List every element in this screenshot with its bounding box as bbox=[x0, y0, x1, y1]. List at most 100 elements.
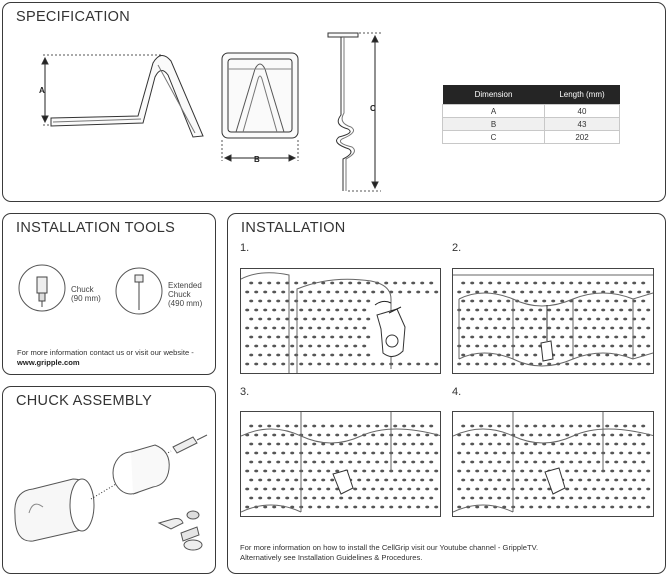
perforation-dot bbox=[263, 308, 268, 312]
perforation-dot bbox=[547, 290, 552, 294]
perforation-dot bbox=[587, 281, 592, 285]
perforation-dot bbox=[245, 308, 250, 312]
perforation-dot bbox=[254, 487, 259, 491]
perforation-dot bbox=[290, 344, 295, 348]
perforation-dot bbox=[569, 353, 574, 357]
perforation-dot bbox=[267, 335, 272, 339]
perforation-dot bbox=[502, 290, 507, 294]
perforation-dot bbox=[272, 362, 277, 366]
specification-title: SPECIFICATION bbox=[16, 9, 131, 25]
perforation-dot bbox=[497, 317, 502, 321]
perforation-dot bbox=[258, 353, 263, 357]
perforation-dot bbox=[371, 505, 376, 509]
perforation-dot bbox=[587, 460, 592, 464]
perforation-dot bbox=[592, 290, 597, 294]
perforation-dot bbox=[276, 478, 281, 482]
perforation-dot bbox=[556, 433, 561, 437]
perforation-dot bbox=[348, 317, 353, 321]
perforation-dot bbox=[317, 308, 322, 312]
perforation-dot bbox=[285, 353, 290, 357]
perforation-dot bbox=[389, 505, 394, 509]
perforation-dot bbox=[614, 299, 619, 303]
perforation-dot bbox=[466, 326, 471, 330]
perforation-dot bbox=[637, 362, 642, 366]
perforation-dot bbox=[547, 505, 552, 509]
perforation-dot bbox=[272, 451, 277, 455]
perforation-dot bbox=[254, 433, 259, 437]
chuck-label: Chuck (90 mm) bbox=[71, 285, 101, 303]
perforation-dot bbox=[542, 281, 547, 285]
perforation-dot bbox=[592, 469, 597, 473]
perforation-dot bbox=[646, 505, 651, 509]
perforation-dot bbox=[619, 344, 624, 348]
perforation-dot bbox=[326, 505, 331, 509]
perforation-dot bbox=[326, 290, 331, 294]
perforation-dot bbox=[330, 317, 335, 321]
website-link[interactable]: www.gripple.com bbox=[17, 358, 80, 367]
perforation-dot bbox=[560, 281, 565, 285]
perforation-dot bbox=[326, 487, 331, 491]
perforation-dot bbox=[592, 487, 597, 491]
length-cell: 40 bbox=[544, 104, 620, 118]
perforation-dot bbox=[565, 505, 570, 509]
perforation-dot bbox=[551, 299, 556, 303]
perforation-dot bbox=[362, 290, 367, 294]
perforation-dot bbox=[583, 290, 588, 294]
perforation-dot bbox=[578, 424, 583, 428]
perforation-dot bbox=[366, 281, 371, 285]
perforation-dot bbox=[375, 496, 380, 500]
perforation-dot bbox=[578, 317, 583, 321]
perforation-dot bbox=[335, 451, 340, 455]
perforation-dot bbox=[605, 317, 610, 321]
chuck-assembly-drawing bbox=[14, 434, 208, 551]
perforation-dot bbox=[484, 362, 489, 366]
perforation-dot bbox=[506, 460, 511, 464]
perforation-dot bbox=[353, 433, 358, 437]
perforation-dot bbox=[393, 478, 398, 482]
perforation-dot bbox=[375, 424, 380, 428]
perforation-dot bbox=[578, 281, 583, 285]
perforation-dot bbox=[362, 326, 367, 330]
perforation-dot bbox=[596, 281, 601, 285]
perforation-dot bbox=[560, 496, 565, 500]
perforation-dot bbox=[429, 496, 434, 500]
perforation-dot bbox=[402, 460, 407, 464]
perforation-dot bbox=[366, 299, 371, 303]
perforation-dot bbox=[533, 281, 538, 285]
perforation-dot bbox=[493, 308, 498, 312]
perforation-dot bbox=[646, 487, 651, 491]
perforation-dot bbox=[371, 433, 376, 437]
perforation-dot bbox=[353, 451, 358, 455]
perforation-dot bbox=[520, 433, 525, 437]
perforation-dot bbox=[614, 496, 619, 500]
perforation-dot bbox=[488, 424, 493, 428]
perforation-dot bbox=[605, 335, 610, 339]
perforation-dot bbox=[348, 424, 353, 428]
perforation-dot bbox=[407, 451, 412, 455]
perforation-dot bbox=[254, 362, 259, 366]
perforation-dot bbox=[574, 487, 579, 491]
perforation-dot bbox=[457, 290, 462, 294]
step-1-illustration bbox=[241, 272, 439, 373]
perforation-dot bbox=[267, 442, 272, 446]
perforation-dot bbox=[515, 460, 520, 464]
dimension-column-header: Dimension bbox=[442, 85, 545, 105]
perforation-dot bbox=[605, 460, 610, 464]
perforation-dot bbox=[583, 326, 588, 330]
perforation-dot bbox=[466, 451, 471, 455]
perforation-dot bbox=[299, 344, 304, 348]
perforation-dot bbox=[335, 362, 340, 366]
perforation-dot bbox=[583, 362, 588, 366]
perforation-dot bbox=[384, 424, 389, 428]
perforation-dot bbox=[520, 451, 525, 455]
perforation-dot bbox=[339, 353, 344, 357]
perforation-dot bbox=[592, 308, 597, 312]
perforation-dot bbox=[407, 433, 412, 437]
perforation-dot bbox=[312, 424, 317, 428]
perforation-dot bbox=[308, 344, 313, 348]
perforation-pattern bbox=[457, 424, 651, 509]
dimension-cell: B bbox=[442, 117, 545, 131]
perforation-dot bbox=[479, 335, 484, 339]
side-view-label-a: A bbox=[39, 86, 45, 95]
perforation-dot bbox=[303, 353, 308, 357]
